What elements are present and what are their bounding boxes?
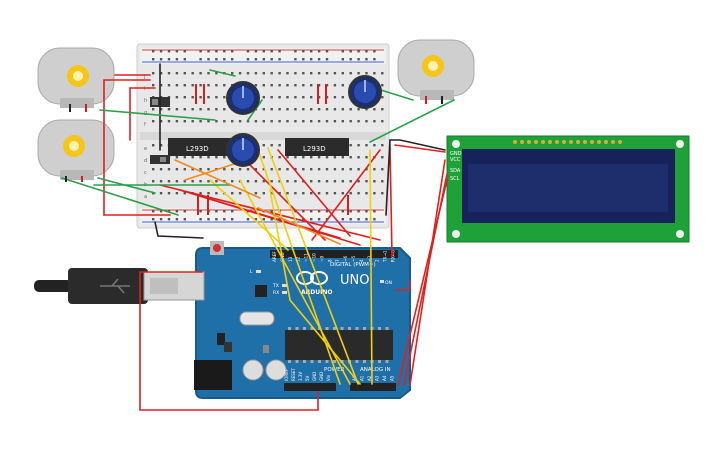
potentiometer-1[interactable] xyxy=(226,81,260,115)
row-label-g: g xyxy=(144,110,147,116)
analog-pin-label: A3 xyxy=(375,375,380,381)
motor-leads xyxy=(65,96,443,182)
breadboard[interactable]: j i h g f e d c b a xyxy=(136,43,390,229)
crystal-oscillator xyxy=(239,311,275,326)
arduino-brand: ARDUINO xyxy=(301,289,332,296)
driver-chip-2[interactable]: L293D xyxy=(285,138,349,156)
digital-pin-label: 2 xyxy=(375,259,380,262)
analog-pin-label: A2 xyxy=(367,375,372,381)
dc-motor-mid-left[interactable] xyxy=(37,119,115,180)
rx-led xyxy=(282,291,287,294)
digital-pin-label: AREF xyxy=(272,251,277,262)
row-label-j: j xyxy=(143,74,145,80)
on-led xyxy=(380,280,384,283)
dc-motor-top-right[interactable] xyxy=(397,39,475,100)
digital-pin-label: 8 xyxy=(327,259,332,262)
potentiometer-3[interactable] xyxy=(348,75,382,109)
power-pin-label: 3.3V xyxy=(298,372,303,381)
power-pin-label: IOREF xyxy=(284,368,289,381)
analog-pin-label: A5 xyxy=(390,375,395,381)
component-leads xyxy=(195,84,349,215)
dc-motor-top-left[interactable] xyxy=(37,47,115,108)
power-pin-label: RESET xyxy=(291,368,296,381)
driver-chip-1-label: L293D xyxy=(186,145,209,153)
lcd-pin-gnd: GND xyxy=(450,151,462,157)
row-label-d: d xyxy=(144,158,147,164)
power-pin-label: GND xyxy=(312,372,317,381)
rx-led-label: RX xyxy=(273,290,279,296)
capacitor-1 xyxy=(242,359,264,381)
digital-pin-label: TX→1 xyxy=(383,250,388,263)
digital-pin-label: ~3 xyxy=(367,255,372,262)
slide-switch-2[interactable] xyxy=(150,155,170,164)
analog-pin-label: A1 xyxy=(360,375,365,381)
analog-header[interactable] xyxy=(350,383,396,391)
capacitor-2 xyxy=(265,359,287,381)
analog-label: ANALOG IN xyxy=(360,367,391,373)
usb-cable[interactable] xyxy=(34,268,205,304)
l-led xyxy=(256,270,261,273)
digital-pin-label: 7 xyxy=(335,259,340,262)
lcd-header-holes xyxy=(513,140,622,144)
lcd-screen xyxy=(468,164,668,212)
digital-pin-label: RX←0 xyxy=(391,250,396,262)
gear-icon xyxy=(422,55,444,77)
reset-button[interactable] xyxy=(210,241,224,255)
diode xyxy=(224,342,232,352)
driver-chip-1[interactable]: L293D xyxy=(168,138,234,156)
row-label-i: i xyxy=(144,86,145,92)
digital-pin-label: ~5 xyxy=(351,255,356,262)
row-label-f: f xyxy=(144,122,146,128)
digital-header[interactable] xyxy=(270,250,398,258)
digital-pin-label: ~9 xyxy=(319,255,324,262)
digital-label: DIGITAL (PWM~) xyxy=(330,262,376,268)
row-label-a: a xyxy=(144,194,147,200)
tx-led-label: TX xyxy=(272,283,279,289)
analog-pin-label: A4 xyxy=(382,375,387,381)
row-label-e: e xyxy=(144,146,147,152)
usb-icon xyxy=(100,278,130,294)
power-pin-label: Vin xyxy=(326,374,331,381)
lcd-pin-vcc: VCC xyxy=(450,157,461,163)
row-label-h: h xyxy=(144,98,147,104)
power-jack[interactable] xyxy=(194,360,232,390)
lcd-pin-labels: GND VCC SDA SCL xyxy=(450,151,462,182)
digital-pin-label: ~6 xyxy=(343,255,348,262)
digital-pin-label: 4 xyxy=(359,259,364,262)
power-header[interactable] xyxy=(284,383,336,391)
tx-led xyxy=(282,284,287,287)
on-led-label: ON xyxy=(385,280,392,286)
potentiometer-2[interactable] xyxy=(226,133,260,167)
power-pin-label: 5V xyxy=(305,375,310,381)
row-label-c: c xyxy=(144,170,147,176)
gear-icon xyxy=(67,65,89,87)
usb-chip xyxy=(255,285,267,297)
regulator xyxy=(217,333,225,345)
digital-pin-label: ~11 xyxy=(304,253,309,262)
driver-chip-2-label: L293D xyxy=(303,145,326,153)
arduino-model: UNO xyxy=(340,273,369,288)
wires[interactable] xyxy=(61,63,455,411)
gear-icon xyxy=(63,135,85,157)
lcd-module[interactable]: GND VCC SDA SCL xyxy=(446,135,690,243)
power-pin-label: GND xyxy=(319,372,324,381)
digital-pin-label: ~10 xyxy=(312,253,317,262)
lcd-pin-scl: SCL xyxy=(450,176,460,182)
l-led-label: L xyxy=(250,269,253,275)
digital-pin-label: 13 xyxy=(288,256,293,262)
smd-component xyxy=(263,345,269,353)
digital-pin-label: 12 xyxy=(296,256,301,262)
lcd-pin-sda: SDA xyxy=(450,168,461,174)
